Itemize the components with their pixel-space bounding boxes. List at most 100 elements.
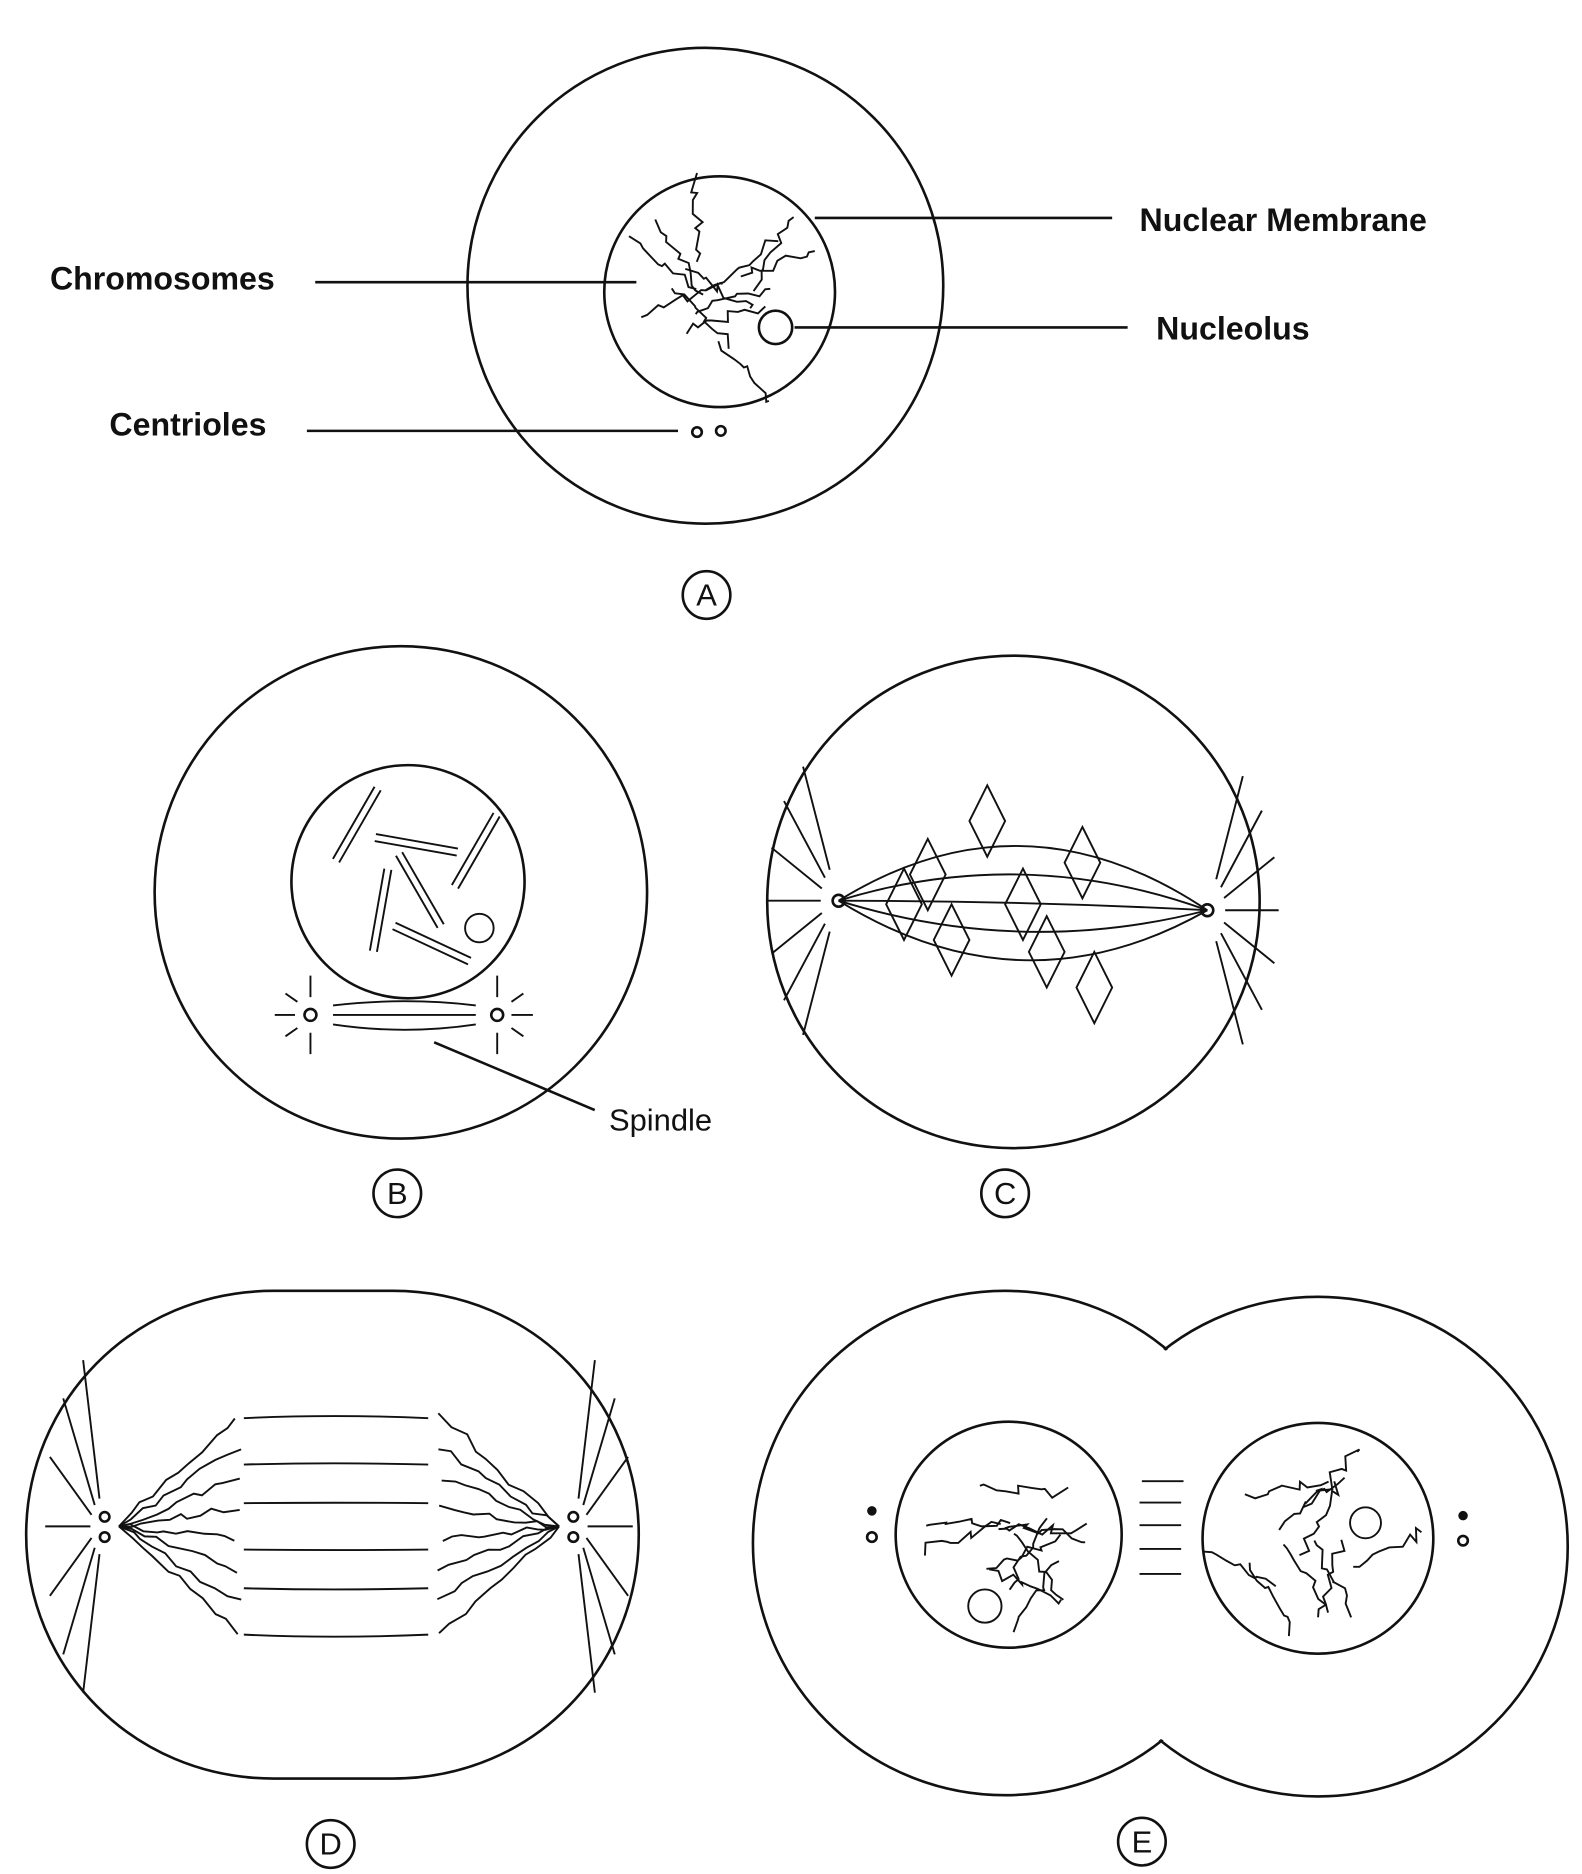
chromosome xyxy=(375,833,459,850)
centriole xyxy=(831,893,846,908)
cell-e-nucleus-right xyxy=(1201,1421,1435,1655)
spindle-fiber xyxy=(838,899,1208,933)
chromosome xyxy=(395,921,472,959)
stage-e-badge xyxy=(1116,1816,1167,1867)
chromosome xyxy=(932,902,971,978)
chromosome xyxy=(1027,914,1066,990)
chromosome xyxy=(885,866,923,943)
chromatin-strand xyxy=(685,267,754,309)
aster-ray xyxy=(577,1553,596,1693)
centriole xyxy=(1456,1534,1470,1547)
aster-ray xyxy=(582,1547,616,1655)
cell-b: Spindle B xyxy=(153,644,712,1219)
chromosome xyxy=(908,836,947,913)
cell-e-chromatin xyxy=(923,1448,1422,1637)
aster-ray xyxy=(1220,932,1263,1011)
centriole xyxy=(867,1506,877,1516)
aster-ray xyxy=(770,912,823,955)
chromosome xyxy=(118,1525,239,1635)
aster-ray xyxy=(62,1547,96,1655)
aster-ray xyxy=(582,1398,616,1506)
nuclear-membrane-label: Nuclear Membrane xyxy=(1140,202,1427,238)
cell-d: D xyxy=(24,1289,641,1870)
cell-a-membrane xyxy=(466,46,945,525)
stage-a-badge xyxy=(681,569,732,621)
spindle-fiber xyxy=(838,844,1208,912)
spindle-fiber xyxy=(838,899,1208,912)
chromatin-strand xyxy=(1282,1543,1329,1613)
aster-ray xyxy=(802,931,831,1036)
aster-ray xyxy=(1215,775,1244,880)
cell-a: Chromosomes Centrioles Nuclear Membrane … xyxy=(50,46,1427,621)
cell-c-chromosomes xyxy=(885,783,1114,1026)
spindle-fiber xyxy=(243,1415,429,1420)
chromosome xyxy=(436,1525,560,1601)
centriole xyxy=(690,426,704,439)
aster-ray xyxy=(802,766,831,871)
chromosome xyxy=(374,840,457,857)
stage-b-label: B xyxy=(387,1176,408,1211)
chromatin-strand xyxy=(740,250,815,278)
aster-rays xyxy=(274,975,533,1055)
chromosome xyxy=(118,1448,242,1528)
chromosome xyxy=(118,1523,235,1542)
aster-ray xyxy=(82,1553,101,1693)
chromosome xyxy=(438,1504,560,1529)
cell-d-spindle xyxy=(45,1359,633,1693)
aster-ray xyxy=(577,1359,596,1499)
chromosome xyxy=(1063,824,1102,901)
chromatin-strand xyxy=(988,1568,1062,1605)
cell-e: E xyxy=(751,1289,1570,1867)
aster-ray xyxy=(1220,810,1263,888)
spindle-fiber xyxy=(243,1587,429,1591)
aster-ray xyxy=(1215,940,1244,1045)
chromatin-strand xyxy=(1202,1550,1277,1588)
chromatin-strand xyxy=(654,219,704,296)
centriole xyxy=(865,1531,878,1544)
cell-d-membrane xyxy=(24,1289,641,1780)
chromosome xyxy=(118,1525,238,1574)
chromosome xyxy=(437,1525,560,1572)
aster-ray xyxy=(1223,921,1275,964)
chromatin-strand xyxy=(694,287,771,315)
chromosome xyxy=(368,868,386,951)
chromatin-strand xyxy=(705,239,779,291)
chromosome xyxy=(1075,949,1114,1026)
chromosome xyxy=(118,1507,240,1529)
centriole xyxy=(1458,1510,1468,1521)
spindle-leader-line xyxy=(433,1041,596,1112)
stage-c-badge xyxy=(980,1168,1031,1219)
chromosome xyxy=(118,1525,242,1601)
chromatin-strand xyxy=(998,1522,1088,1536)
centriole xyxy=(567,1531,580,1544)
chromosome xyxy=(438,1525,560,1634)
aster-ray xyxy=(585,1537,629,1597)
spindle-fiber xyxy=(838,899,1208,962)
cell-b-membrane xyxy=(153,644,649,1140)
chromatin-strand xyxy=(1302,1448,1361,1508)
chromosome xyxy=(437,1412,560,1528)
spindle-label: Spindle xyxy=(609,1102,712,1137)
chromosome xyxy=(118,1477,241,1528)
cell-a-nucleus xyxy=(602,175,837,409)
chromatin-strand xyxy=(1013,1532,1064,1601)
aster-ray xyxy=(62,1398,96,1506)
cell-b-nucleus xyxy=(290,763,526,1000)
aster-ray xyxy=(783,800,826,879)
stage-a-label: A xyxy=(696,578,717,613)
chromatin-strand xyxy=(923,1520,1001,1556)
chromatin-strand xyxy=(986,1534,1062,1570)
cell-e-nucleolus xyxy=(967,1588,1003,1624)
chromosome xyxy=(338,789,382,863)
spindle-fiber xyxy=(243,1462,429,1466)
cell-b-nucleolus xyxy=(464,912,495,944)
chromatin-strand xyxy=(1004,1523,1086,1544)
spindle-fibers xyxy=(332,1000,476,1031)
centrioles-label: Centrioles xyxy=(109,407,266,443)
chromosome xyxy=(438,1448,560,1528)
chromosome xyxy=(392,928,469,966)
cell-d-chromosomes xyxy=(118,1412,560,1635)
cell-e-nucleolus xyxy=(1349,1506,1382,1540)
